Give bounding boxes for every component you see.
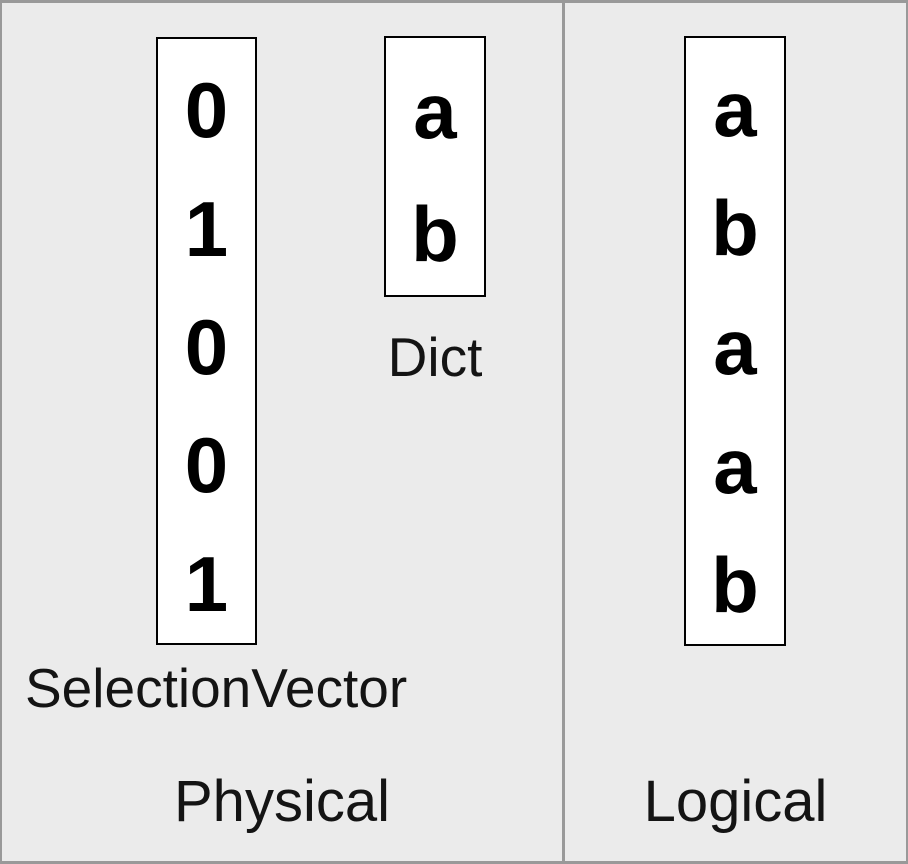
logical-caption: Logical [643,769,828,834]
logical-value: a [713,65,757,154]
physical-caption: Physical [174,769,390,834]
selection-vector-label: SelectionVector [25,657,408,719]
logical-value: a [713,302,757,391]
selection-vector-box: 0 1 0 0 1 [156,37,257,645]
dict-value: a [413,67,457,156]
logical-value: a [713,421,757,510]
selection-vector-value: 1 [184,184,229,273]
logical-value: b [711,540,759,629]
logical-column-box: a b a a b [684,36,786,646]
physical-panel: 0 1 0 0 1 a b Dict SelectionVector Physi… [2,3,562,861]
dict-box: a b [384,36,486,297]
dict-label: Dict [387,326,483,388]
selection-vector-value: 0 [184,303,229,392]
selection-vector-value: 0 [184,421,229,510]
selection-vector-value: 0 [184,66,229,155]
logical-panel: a b a a b Logical [565,3,906,861]
dict-value: b [411,189,459,278]
panel-divider [562,3,565,861]
selection-vector-value: 1 [184,539,229,628]
logical-value: b [711,184,759,273]
